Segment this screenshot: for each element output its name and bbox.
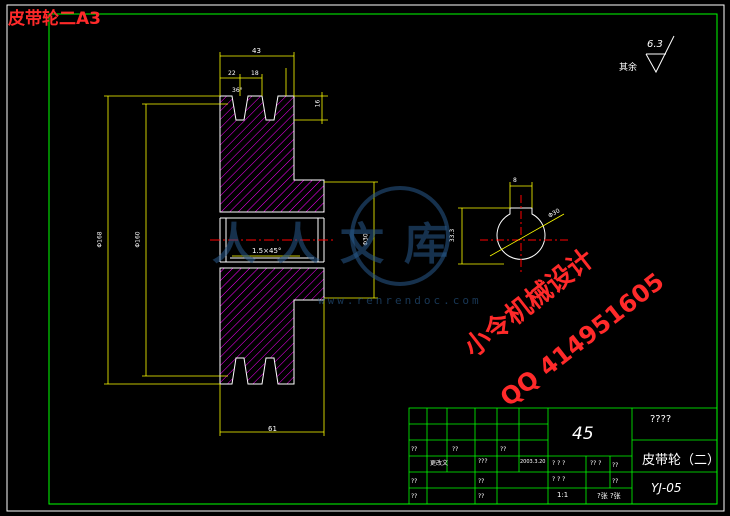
title-block-label-2: ??: [411, 493, 418, 500]
title-block-drawing-no: YJ-05: [651, 481, 682, 495]
roughness-value: 6.3: [647, 39, 663, 50]
dim-groove-pitch-b: 18: [251, 70, 259, 77]
dim-chamfer: 1.5×45°: [252, 247, 282, 255]
title-block-label-7: ??: [612, 462, 619, 469]
dim-pitch-diameter: Φ160: [134, 231, 142, 248]
title-block-label-3: ??: [478, 478, 485, 485]
drawing-title: 皮带轮二A3: [8, 9, 101, 29]
title-block-label-8: ??: [612, 478, 619, 485]
roughness-label: 其余: [619, 63, 638, 73]
title-block-scale: 1:1: [557, 491, 569, 499]
watermark-logo-circle: [350, 186, 450, 286]
outer-border: [6, 4, 725, 512]
dim-groove-depth: 16: [314, 99, 322, 108]
title-block-sheet: ?张 ?张: [597, 492, 621, 500]
inner-frame: [48, 13, 718, 505]
title-block-cell-g: ? ? ?: [552, 476, 566, 483]
title-block-cell-d: 2003.3.20: [520, 459, 546, 465]
title-block-material: 45: [572, 424, 594, 444]
title-block-part-name: 皮带轮（二）: [642, 453, 721, 468]
title-block-cell-e: ? ? ?: [552, 460, 566, 467]
dim-groove-pitch-a: 22: [228, 70, 236, 77]
roughness-symbol: [645, 35, 675, 74]
title-block-cell-c: ???: [478, 458, 488, 465]
title-block-company: ????: [650, 414, 672, 425]
title-block-label-6: ??: [500, 446, 507, 453]
pulley-section-view: [210, 95, 336, 385]
watermark-logo-text: 人人文库: [212, 219, 468, 270]
dim-hub-width: 61: [268, 425, 277, 433]
dim-groove-angle: 36°: [232, 87, 243, 94]
dim-width-top: 43: [252, 47, 261, 55]
title-block-cell-a: ??: [411, 446, 418, 453]
dim-outer-diameter: Φ168: [96, 231, 104, 248]
title-block-label-5: ??: [452, 446, 459, 453]
title-block-cell-f: ?? ?: [590, 460, 602, 467]
dim-key-width: 8: [513, 177, 517, 184]
title-block-grid: [408, 407, 718, 505]
title-block-label-4: ??: [478, 493, 485, 500]
title-block-cell-b: 更改文: [430, 460, 449, 467]
keyway-detail-view: [458, 182, 570, 275]
watermark-url: www.renrendoc.com: [318, 294, 482, 307]
title-block-label-1: ??: [411, 478, 418, 485]
